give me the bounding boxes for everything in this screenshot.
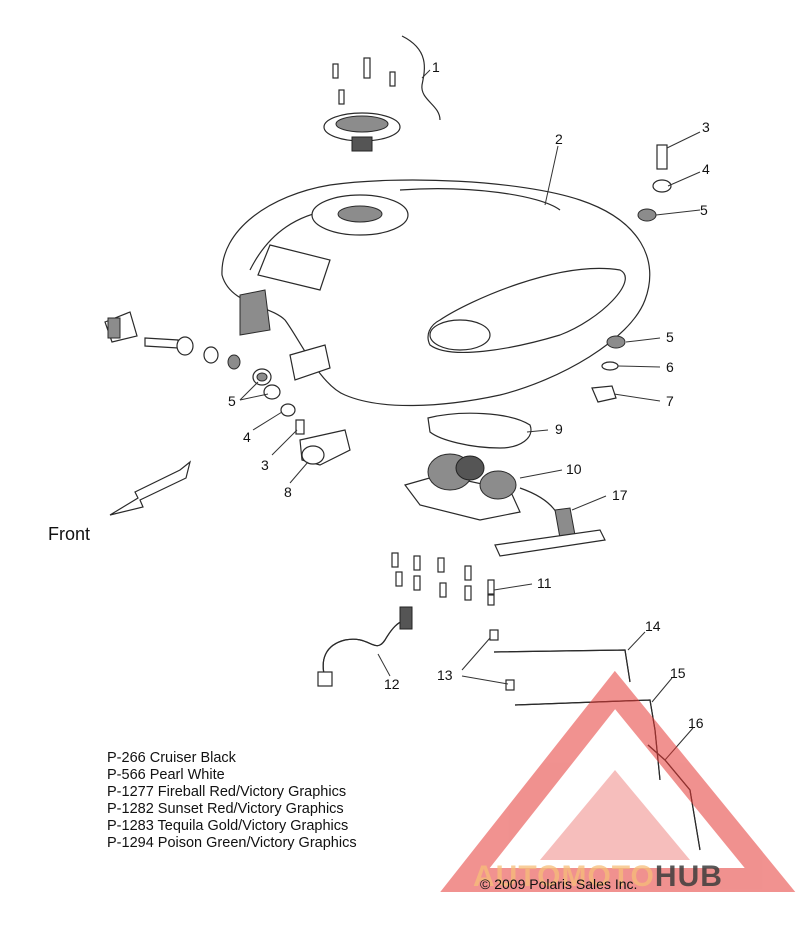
- legend-line: P-1283 Tequila Gold/Victory Graphics: [107, 818, 349, 834]
- callout-10: 10: [566, 461, 582, 477]
- callout-17: 17: [612, 487, 628, 503]
- callout-7: 7: [666, 393, 674, 409]
- fuel-hose: [317, 606, 413, 687]
- watermark-logo: [440, 670, 796, 892]
- mounting-screws: [391, 552, 495, 606]
- callout-15: 15: [670, 665, 686, 681]
- callout-5: 5: [700, 202, 708, 218]
- callout-4: 4: [702, 161, 710, 177]
- callout-1: 1: [432, 59, 440, 75]
- callout-6: 6: [666, 359, 674, 375]
- legend-line: P-1282 Sunset Red/Victory Graphics: [107, 801, 344, 817]
- watermark-text: AUTOMOTOHUB: [473, 860, 723, 894]
- callout-2: 2: [555, 131, 563, 147]
- callout-3b: 3: [261, 457, 269, 473]
- callout-5b: 5: [666, 329, 674, 345]
- callout-3: 3: [702, 119, 710, 135]
- callout-8: 8: [284, 484, 292, 500]
- right-mount-hardware: [591, 144, 672, 403]
- watermark-part2: HUB: [654, 860, 723, 893]
- callout-16: 16: [688, 715, 704, 731]
- paint-code-legend: P-266 Cruiser Black P-566 Pearl White P-…: [107, 750, 357, 852]
- copyright-notice: © 2009 Polaris Sales Inc.: [480, 876, 638, 892]
- gasket: [427, 412, 532, 449]
- legend-line: P-266 Cruiser Black: [107, 750, 236, 766]
- callout-12: 12: [384, 676, 400, 692]
- legend-line: P-1277 Fireball Red/Victory Graphics: [107, 784, 347, 800]
- fuel-tank: [221, 179, 651, 407]
- filler-cap-assembly: [323, 35, 441, 152]
- callout-labels: 1 2 3 4 5 5 6 7 5 4 3 8 9 10 17 11 12 13…: [228, 59, 710, 731]
- callout-13: 13: [437, 667, 453, 683]
- callout-14: 14: [645, 618, 661, 634]
- front-arrow: [109, 460, 192, 516]
- left-mount-hardware: [104, 311, 351, 466]
- watermark-part1: AUTOMOTO: [473, 860, 655, 893]
- leader-lines: [239, 69, 701, 761]
- callout-4b: 4: [243, 429, 251, 445]
- callout-9: 9: [555, 421, 563, 437]
- callout-5c: 5: [228, 393, 236, 409]
- callout-11: 11: [537, 575, 552, 591]
- front-label: Front: [48, 524, 90, 544]
- fuel-pump-assembly: [403, 453, 606, 557]
- legend-line: P-1294 Poison Green/Victory Graphics: [107, 835, 357, 851]
- legend-line: P-566 Pearl White: [107, 767, 225, 783]
